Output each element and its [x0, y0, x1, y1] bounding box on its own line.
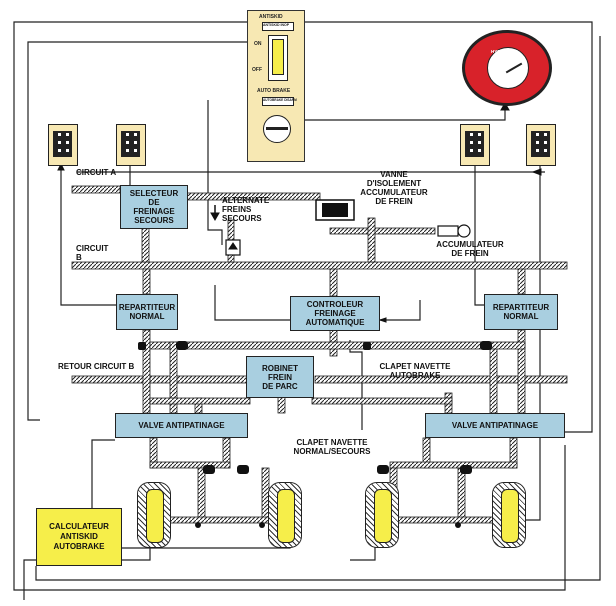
valve-antipatinage-right-label: VALVE ANTIPATINAGE — [451, 421, 539, 430]
accumulateur-frein-label: ACCUMULATEUR DE FREIN — [436, 240, 504, 258]
selecteur-freinage-secours-box: SELECTEUR DE FREINAGE SECOURS — [120, 185, 188, 229]
antiskid-switch-knob — [272, 39, 284, 75]
pipe-joints — [138, 341, 492, 474]
brake-pressure-gauge: HYD BRAKE PRESS — [462, 30, 552, 106]
wheel-4 — [492, 482, 526, 548]
autobrake-disarm-text: AUTOBRAKE DISARM — [263, 98, 297, 102]
alternate-freins-secours-label: ALTERNATE FREINS SECOURS — [222, 196, 270, 223]
repartiteur-right-label: REPARTITEUR NORMAL — [492, 303, 550, 321]
transducer-2 — [116, 124, 146, 166]
antiskid-off-label: OFF — [252, 67, 262, 73]
controleur-freinage-label: CONTROLEUR FREINAGE AUTOMATIQUE — [305, 300, 365, 327]
hydraulic-pipes — [71, 185, 568, 524]
antiskid-title: ANTISKID — [259, 14, 283, 20]
controleur-freinage-box: CONTROLEUR FREINAGE AUTOMATIQUE — [290, 296, 380, 331]
antiskid-inop-light — [262, 22, 294, 31]
robinet-frein-parc-label: ROBINET FREIN DE PARC — [262, 363, 298, 391]
clapet-navette-autobrake-label: CLAPET NAVETTE AUTOBRAKE — [379, 362, 451, 380]
repartiteur-right-box: REPARTITEUR NORMAL — [484, 294, 558, 330]
transducer-3 — [460, 124, 490, 166]
wheel-2 — [268, 482, 302, 548]
circuit-b-label: CIRCUIT B — [76, 244, 109, 262]
retour-circuit-b-label: RETOUR CIRCUIT B — [58, 362, 135, 371]
valve-antipatinage-left-box: VALVE ANTIPATINAGE — [115, 413, 248, 438]
transducer-4 — [526, 124, 556, 166]
gauge-label-top: HYD BRAKE — [491, 49, 518, 54]
valve-antipatinage-left-label: VALVE ANTIPATINAGE — [138, 421, 225, 430]
wheel-3 — [365, 482, 399, 548]
autobrake-selector-pointer — [266, 127, 288, 130]
autobrake-title: AUTO BRAKE — [257, 88, 291, 94]
autobrake-disarm-light — [262, 97, 294, 106]
calculateur-box: CALCULATEUR ANTISKID AUTOBRAKE — [36, 508, 122, 566]
signal-wires — [13, 21, 601, 600]
gauge-label-bottom: PRESS — [499, 81, 515, 86]
calculateur-label: CALCULATEUR ANTISKID AUTOBRAKE — [49, 522, 109, 551]
gauge-face — [487, 47, 529, 89]
repartiteur-left-box: REPARTITEUR NORMAL — [116, 294, 178, 330]
cockpit-control-panel: ANTISKID ANTISKID INOP ON OFF AUTO BRAKE… — [247, 10, 305, 162]
accumulator — [437, 224, 471, 238]
circuit-a-label: CIRCUIT A — [76, 168, 117, 177]
wheel-1 — [137, 482, 171, 548]
vanne-isolement-label: VANNE D'ISOLEMENT ACCUMULATEUR DE FREIN — [360, 170, 428, 206]
antiskid-on-label: ON — [254, 41, 262, 47]
robinet-frein-parc-box: ROBINET FREIN DE PARC — [246, 356, 314, 398]
transducer-1 — [48, 124, 78, 166]
antiskid-inop-text: ANTISKID INOP — [263, 23, 290, 27]
selecteur-freinage-secours-label: SELECTEUR DE FREINAGE SECOURS — [129, 189, 179, 225]
clapet-navette-normal-secours-label: CLAPET NAVETTE NORMAL/SECOURS — [293, 438, 371, 456]
isolation-valve — [315, 199, 355, 221]
repartiteur-left-label: REPARTITEUR NORMAL — [118, 303, 176, 321]
valve-antipatinage-right-box: VALVE ANTIPATINAGE — [425, 413, 565, 438]
arrows — [57, 101, 542, 323]
